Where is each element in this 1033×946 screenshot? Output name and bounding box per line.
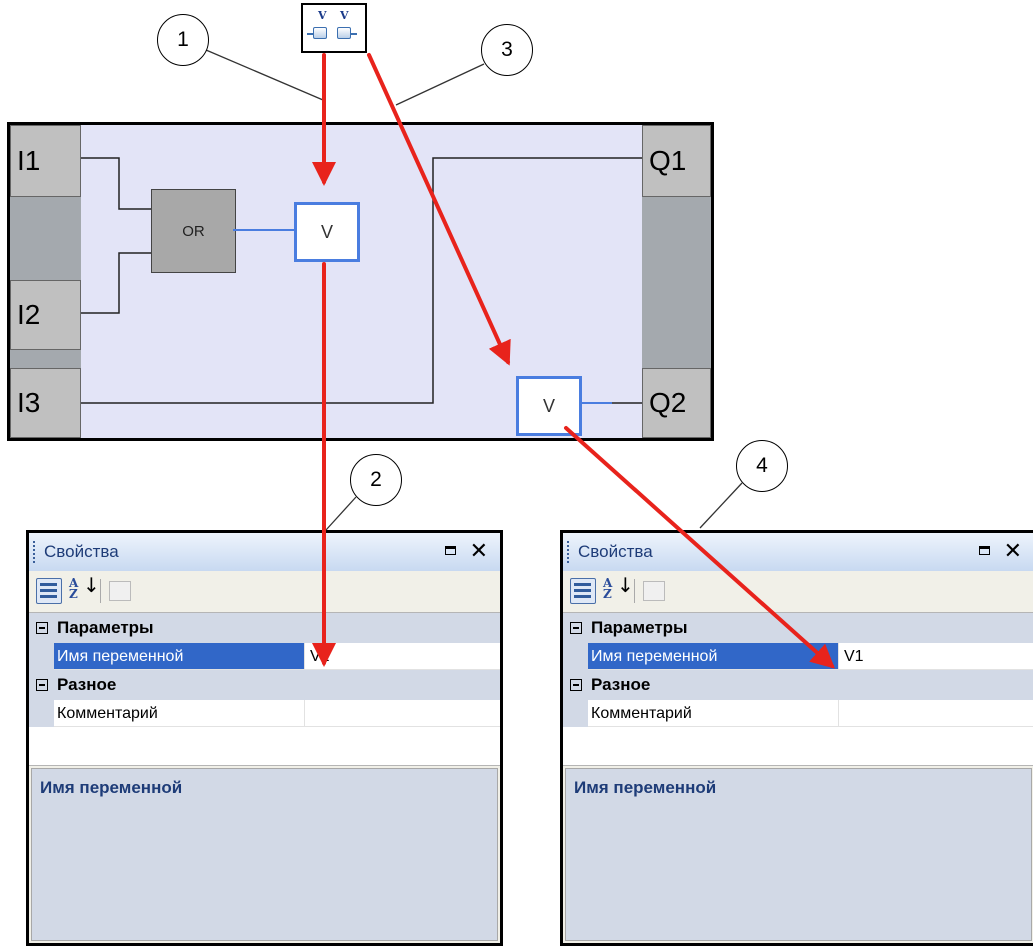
right-v-letter: V <box>340 9 349 22</box>
variable-block-1[interactable]: V <box>294 202 360 262</box>
pin <box>351 33 357 35</box>
property-pages-icon <box>109 581 131 601</box>
function-block-diagram: I1 I2 I3 Q1 Q2 OR V V <box>7 122 714 441</box>
output-q2[interactable]: Q2 <box>642 368 711 438</box>
close-icon[interactable]: ✕ <box>469 538 488 563</box>
output-q1[interactable]: Q1 <box>642 125 711 197</box>
property-pages-icon <box>643 581 665 601</box>
property-value[interactable]: V1 <box>305 643 500 670</box>
category-row[interactable]: Параметры <box>29 613 500 643</box>
property-value[interactable] <box>839 700 1033 727</box>
category-row[interactable]: Параметры <box>563 613 1033 643</box>
drag-grip-icon[interactable] <box>567 541 572 563</box>
icon-line <box>574 595 591 598</box>
collapse-icon[interactable] <box>36 679 48 691</box>
property-name[interactable]: Имя переменной <box>54 643 305 670</box>
input-strip <box>10 195 81 285</box>
panel-titlebar[interactable]: Свойства ✕ <box>563 533 1033 571</box>
input-i1[interactable]: I1 <box>10 125 81 197</box>
description-pane: Имя переменной <box>565 768 1032 941</box>
panel-title: Свойства <box>44 542 119 561</box>
variable-block-2[interactable]: V <box>516 376 582 436</box>
panel-title: Свойства <box>578 542 653 561</box>
or-gate[interactable]: OR <box>151 189 236 273</box>
description-title: Имя переменной <box>40 778 183 797</box>
property-row[interactable]: Имя переменной V1 <box>29 643 500 670</box>
property-row[interactable]: Комментарий <box>563 700 1033 727</box>
drag-grip-icon[interactable] <box>33 541 38 563</box>
row-gutter <box>29 643 54 670</box>
property-name[interactable]: Комментарий <box>54 700 305 727</box>
property-name[interactable]: Имя переменной <box>588 643 839 670</box>
input-i2[interactable]: I2 <box>10 280 81 350</box>
toolbar-separator <box>100 579 101 603</box>
category-label: Разное <box>57 675 117 694</box>
category-label: Параметры <box>591 618 688 637</box>
sort-arrow: ↓ <box>83 573 100 597</box>
categorized-icon[interactable] <box>570 578 596 604</box>
block-shape <box>337 27 351 39</box>
callout-4: 4 <box>736 440 788 492</box>
category-row[interactable]: Разное <box>29 670 500 700</box>
description-pane: Имя переменной <box>31 768 498 941</box>
property-row[interactable]: Комментарий <box>29 700 500 727</box>
callout-3: 3 <box>481 24 533 76</box>
collapse-icon[interactable] <box>36 622 48 634</box>
block-shape <box>313 27 327 39</box>
collapse-icon[interactable] <box>570 679 582 691</box>
property-grid: Параметры Имя переменной V1 Разное Комме… <box>563 612 1033 766</box>
panel-titlebar[interactable]: Свойства ✕ <box>29 533 500 571</box>
toolbar-separator <box>634 579 635 603</box>
maximize-icon[interactable] <box>979 546 990 555</box>
property-grid: Параметры Имя переменной V1 Разное Комме… <box>29 612 500 766</box>
category-row[interactable]: Разное <box>563 670 1033 700</box>
callout-2: 2 <box>350 454 402 506</box>
property-value[interactable] <box>305 700 500 727</box>
input-strip <box>10 347 81 369</box>
collapse-icon[interactable] <box>570 622 582 634</box>
row-gutter <box>563 643 588 670</box>
icon-line <box>574 583 591 586</box>
property-value[interactable]: V1 <box>839 643 1033 670</box>
close-icon[interactable]: ✕ <box>1003 538 1022 563</box>
description-title: Имя переменной <box>574 778 717 797</box>
property-name[interactable]: Комментарий <box>588 700 839 727</box>
left-v-letter: V <box>318 9 327 22</box>
output-strip <box>642 195 711 370</box>
row-gutter <box>29 700 54 727</box>
category-label: Параметры <box>57 618 154 637</box>
icon-line <box>40 589 57 592</box>
icon-line <box>574 589 591 592</box>
callout-1: 1 <box>157 14 209 66</box>
sort-arrow: ↓ <box>617 573 634 597</box>
property-row[interactable]: Имя переменной V1 <box>563 643 1033 670</box>
input-i3[interactable]: I3 <box>10 368 81 438</box>
icon-line <box>40 583 57 586</box>
pin <box>307 33 313 35</box>
maximize-icon[interactable] <box>445 546 456 555</box>
variable-blocks-icon[interactable]: V V <box>301 3 367 53</box>
row-gutter <box>563 700 588 727</box>
icon-line <box>40 595 57 598</box>
categorized-icon[interactable] <box>36 578 62 604</box>
category-label: Разное <box>591 675 651 694</box>
